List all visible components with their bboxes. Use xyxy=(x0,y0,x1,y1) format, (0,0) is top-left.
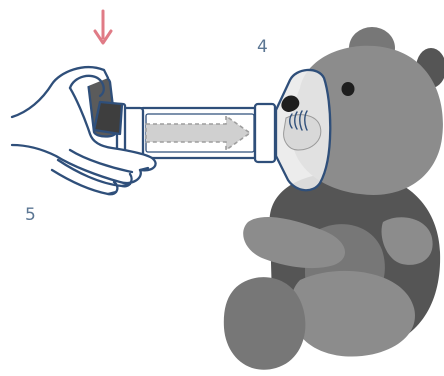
bear-eye xyxy=(342,82,355,96)
inhaler-body xyxy=(94,102,122,134)
bear-leg-front xyxy=(224,277,306,370)
step-label-4: 4 xyxy=(257,39,268,56)
press-arrow-icon xyxy=(95,11,111,43)
step-label-5: 5 xyxy=(25,207,36,224)
teddy-bear xyxy=(224,27,444,370)
face-mask xyxy=(276,70,330,190)
spacer-outlet-ring xyxy=(255,104,275,162)
